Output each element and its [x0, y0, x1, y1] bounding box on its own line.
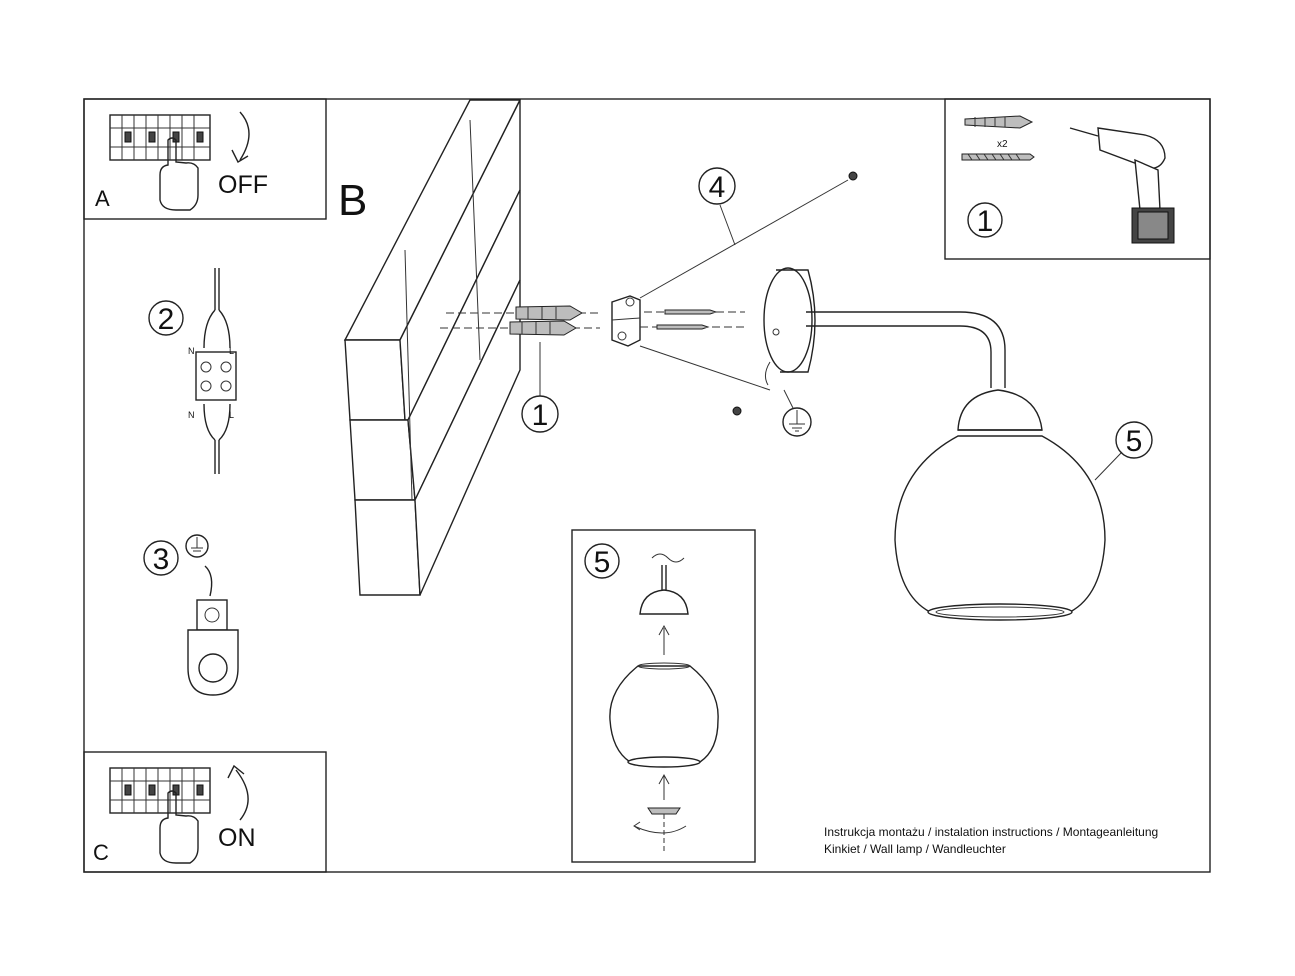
- off-label: OFF: [218, 171, 268, 199]
- lamp-arm: [806, 311, 1006, 388]
- step-number: 3: [153, 543, 170, 576]
- panel-b-letter: B: [338, 176, 367, 225]
- step-number: 2: [158, 303, 175, 336]
- arrow-up-icon: [235, 769, 249, 821]
- callout-anchors: 1: [532, 399, 549, 432]
- terminal-block-icon: [195, 268, 237, 474]
- lamp-shade: [894, 389, 1106, 621]
- callout-circle: [698, 167, 736, 205]
- breaker-box-icon: [109, 114, 211, 161]
- arrow-down-icon: [239, 111, 250, 161]
- callout-circle: [521, 395, 559, 433]
- wall-anchors: [440, 305, 600, 336]
- small-screw-icon: [732, 406, 742, 416]
- callout-mount: 4: [709, 171, 726, 204]
- step-circle: [148, 300, 184, 336]
- footer-line-2: Kinkiet / Wall lamp / Wandleuchter: [824, 842, 1006, 856]
- tools-panel: x2 1: [944, 98, 1211, 260]
- live-label: L: [229, 346, 234, 356]
- footer-line-1: Instrukcja montażu / instalation instruc…: [824, 825, 1158, 839]
- step-number: 1: [977, 205, 994, 238]
- step-circle: [584, 543, 620, 579]
- on-label: ON: [218, 824, 256, 852]
- ground-icon: [782, 407, 812, 437]
- hand-icon: [159, 137, 199, 211]
- neutral-label: N: [188, 410, 195, 420]
- wall-tiles: [343, 99, 522, 596]
- shade-detail-panel: 5: [571, 529, 756, 863]
- step-circle: [967, 202, 1003, 238]
- mounting-bracket: [611, 295, 641, 347]
- ground-terminal-icon: [187, 565, 239, 696]
- breaker-box-icon: [109, 767, 211, 814]
- ground-icon: [185, 534, 209, 558]
- callout-circle: [1115, 421, 1153, 459]
- live-label: L: [229, 410, 234, 420]
- hand-icon: [159, 790, 199, 864]
- wall-canopy: [763, 267, 816, 386]
- step-circle: [143, 540, 179, 576]
- bracket-screws: [640, 309, 745, 330]
- panel-c-switch-on: C ON: [83, 751, 327, 873]
- drill-icon: [1069, 127, 1175, 244]
- callout-shade: 5: [1126, 425, 1143, 458]
- panel-a-switch-off: A OFF: [83, 98, 327, 220]
- step-number: 5: [594, 546, 611, 579]
- quantity-label: x2: [997, 139, 1008, 150]
- small-screw-icon: [848, 171, 858, 181]
- screw-icon: [961, 153, 1035, 161]
- wall-plug-icon: [964, 115, 1034, 129]
- neutral-label: N: [188, 346, 195, 356]
- outer-frame: [83, 98, 1211, 873]
- panel-a-letter: A: [95, 186, 110, 211]
- panel-c-letter: C: [93, 840, 109, 865]
